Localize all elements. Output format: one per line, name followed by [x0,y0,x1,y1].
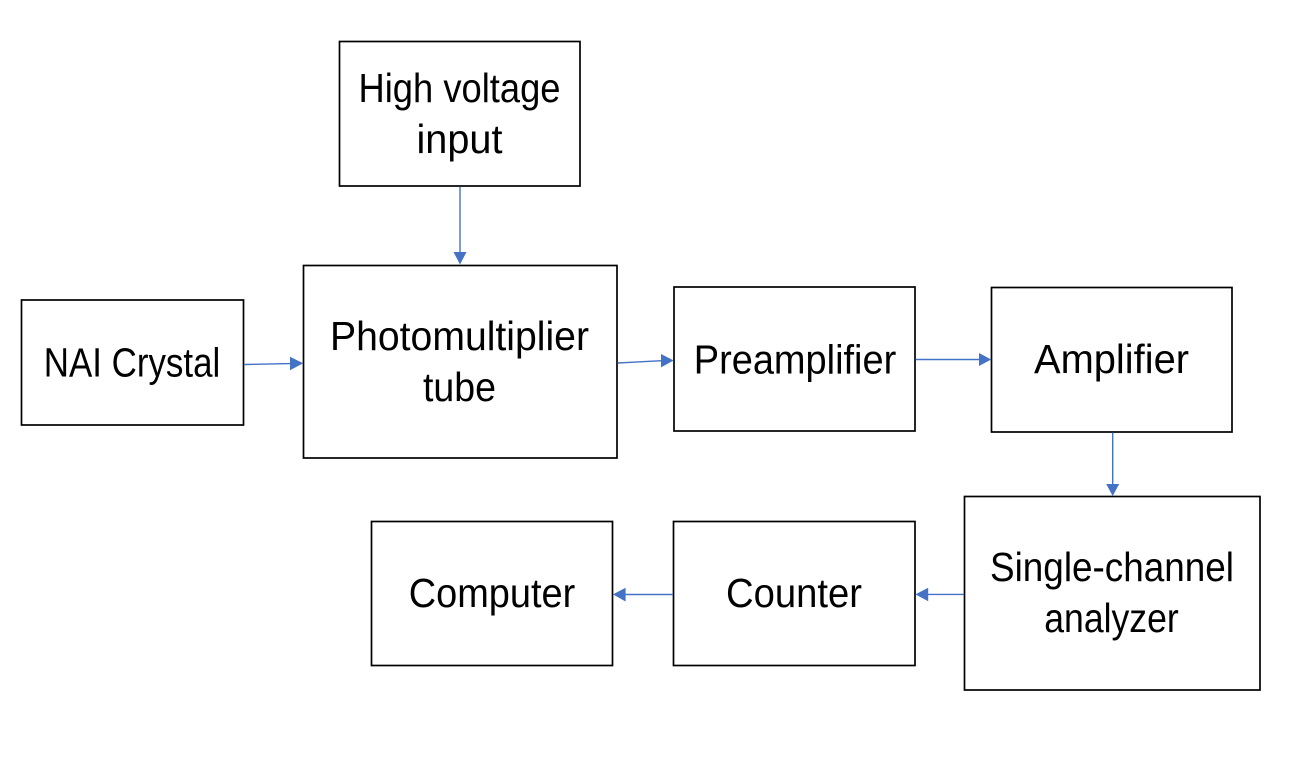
svg-text:tube: tube [423,364,496,410]
svg-text:input: input [417,116,503,162]
svg-text:Counter: Counter [726,570,862,616]
svg-text:Computer: Computer [409,570,576,616]
svg-text:NAI Crystal: NAI Crystal [44,340,221,386]
svg-text:analyzer: analyzer [1044,595,1179,641]
svg-text:Amplifier: Amplifier [1034,336,1189,382]
svg-text:Photomultiplier: Photomultiplier [330,313,589,359]
svg-text:High voltage: High voltage [359,65,561,111]
svg-text:Preamplifier: Preamplifier [694,336,897,382]
svg-text:Single-channel: Single-channel [990,544,1234,590]
